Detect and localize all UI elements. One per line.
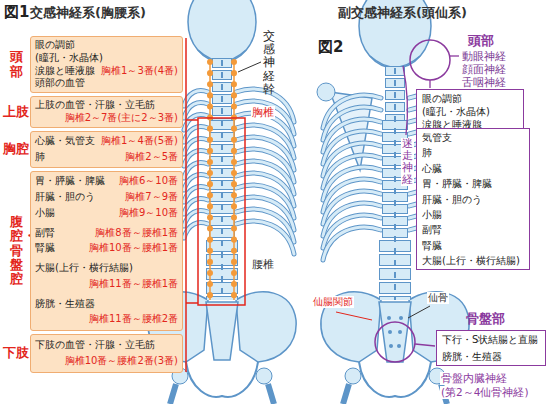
figure-label: 迷走神経 bbox=[401, 138, 414, 186]
figure-label: 交感神経幹 bbox=[263, 30, 275, 96]
organ-name: 下行・S状結腸と直腸 bbox=[442, 333, 540, 346]
organ-name: (瞳孔・水晶体) bbox=[35, 52, 103, 65]
vertebra-level: 胸椎2～7番(主に2～3番) bbox=[65, 112, 178, 125]
vertebra-level: 胸椎10番～腰椎1番 bbox=[89, 242, 178, 255]
figure-label: 頭部 bbox=[468, 33, 494, 49]
organ-group: 胸腔心臓・気管支胸椎1～4番(5番) 肺 胸椎2～5番 bbox=[2, 131, 183, 168]
figure-label: 腰椎 bbox=[251, 258, 275, 271]
organ-row: 副腎 胸椎8番～腰椎1番 bbox=[35, 227, 178, 240]
organ-row: 肝臓・胆のう 胸椎7～9番 bbox=[35, 191, 178, 204]
organ-name: 大腸(上行・横行結腸) bbox=[35, 262, 133, 275]
organ-name: 肝臓・胆のう bbox=[422, 193, 524, 206]
organ-name: 肝臓・胆のう bbox=[35, 191, 95, 204]
organ-name: 小腸 bbox=[422, 208, 524, 221]
organ-group: 腹腔・骨盤腔 胃・膵臓・脾臓 胸椎6～10番肝臓・胆のう 胸椎7～9番小腸 胸椎9～10… bbox=[2, 171, 183, 331]
figure-label: 骨盤部 bbox=[466, 311, 505, 327]
organ-name: 涙腺と唾液腺 bbox=[35, 65, 95, 78]
organ-box: 下肢の血管・汗腺・立毛筋胸椎10番～腰椎2番(3番) bbox=[30, 334, 183, 373]
organ-row: 心臓・気管支胸椎1～4番(5番) bbox=[35, 135, 178, 148]
organ-name: 下肢の血管・汗腺・立毛筋 bbox=[35, 339, 155, 352]
vertebra-level: 胸椎6～10番 bbox=[119, 175, 178, 188]
organ-row: 膀胱・生殖器 bbox=[35, 298, 178, 311]
organ-name: 大腸(上行・横行結腸) bbox=[422, 254, 524, 267]
organ-name: 肺 bbox=[35, 151, 45, 164]
organ-name: 眼の調節 bbox=[35, 39, 75, 52]
organ-name: 膀胱・生殖器 bbox=[442, 350, 540, 363]
organ-name: 肺 bbox=[422, 146, 524, 159]
organ-row: 小腸 胸椎9～10番 bbox=[35, 207, 178, 220]
organ-group: 頭部眼の調節(瞳孔・水晶体)涙腺と唾液腺胸椎1～3番(4番)頭部の血管 bbox=[2, 36, 183, 93]
organ-box: 眼の調節(瞳孔・水晶体)涙腺と唾液腺胸椎1～3番(4番)頭部の血管 bbox=[30, 36, 183, 93]
organ-row: 胸椎2～7番(主に2～3番) bbox=[35, 112, 178, 125]
vertebra-level: 胸椎9～10番 bbox=[119, 207, 178, 220]
organ-row: 上肢の血管・汗腺・立毛筋 bbox=[35, 99, 178, 112]
organ-row: 胸椎10番～腰椎2番(3番) bbox=[35, 355, 178, 368]
figure-label: 図2 bbox=[318, 38, 343, 56]
region-heading-cell: 上肢 bbox=[2, 96, 30, 128]
organ-box: 上肢の血管・汗腺・立毛筋胸椎2～7番(主に2～3番) bbox=[30, 96, 183, 128]
organ-row: 大腸(上行・横行結腸) bbox=[35, 262, 178, 275]
organ-group: 上肢上肢の血管・汗腺・立毛筋胸椎2～7番(主に2～3番) bbox=[2, 96, 183, 128]
region-label: 上肢 bbox=[3, 103, 29, 121]
organ-name: 胃・膵臓・脾臓 bbox=[35, 175, 105, 188]
organ-row: 腎臓 胸椎10番～腰椎1番 bbox=[35, 242, 178, 255]
organ-name: 眼の調節 bbox=[422, 92, 518, 105]
organ-name: 腎臓 bbox=[422, 239, 524, 252]
region-heading-cell: 腹腔・骨盤腔 bbox=[2, 171, 30, 331]
organ-row: 胸椎11番～腰椎1番 bbox=[35, 278, 178, 291]
organ-name: 頭部の血管 bbox=[35, 77, 85, 90]
organ-row: 肺 胸椎2～5番 bbox=[35, 151, 178, 164]
organ-name: 副腎 bbox=[422, 223, 524, 236]
vertebra-level: 胸椎8番～腰椎1番 bbox=[95, 227, 178, 240]
organ-row: 頭部の血管 bbox=[35, 77, 178, 90]
figure-label: 交感神経系(胸腰系) bbox=[30, 5, 146, 21]
vertebra-level: 胸椎11番～腰椎1番 bbox=[89, 278, 178, 291]
organ-name: 副腎 bbox=[35, 227, 55, 240]
figure-label: 骨盤内臓神経 bbox=[440, 372, 508, 385]
region-heading-cell: 胸腔 bbox=[2, 131, 30, 168]
vertebra-level: 胸椎2～5番 bbox=[125, 151, 178, 164]
organ-name: 心臓 bbox=[422, 162, 524, 175]
organ-row: 涙腺と唾液腺胸椎1～3番(4番) bbox=[35, 65, 178, 78]
region-heading-cell: 頭部 bbox=[2, 36, 30, 93]
region-heading-cell: 下肢 bbox=[2, 334, 30, 373]
organ-box: 胃・膵臓・脾臓 胸椎6～10番肝臓・胆のう 胸椎7～9番小腸 胸椎9～10番副腎 胸椎8… bbox=[30, 171, 183, 331]
organ-row: 胃・膵臓・脾臓 胸椎6～10番 bbox=[35, 175, 178, 188]
figure-label: 図1 bbox=[4, 3, 29, 21]
organ-name: 気管支 bbox=[422, 131, 524, 144]
organ-box: 心臓・気管支胸椎1～4番(5番) 肺 胸椎2～5番 bbox=[30, 131, 183, 168]
vertebra-level: 胸椎10番～腰椎2番(3番) bbox=[65, 355, 178, 368]
organ-row: (瞳孔・水晶体) bbox=[35, 52, 178, 65]
figure-label: 副交感神経系(頭仙系) bbox=[338, 5, 467, 21]
figure-label: 仙腸関節 bbox=[312, 296, 354, 308]
region-label: 下肢 bbox=[3, 344, 29, 362]
organ-name: 小腸 bbox=[35, 207, 55, 220]
organ-name: (瞳孔・水晶体) bbox=[422, 105, 518, 118]
figure-label: 顔面神経 bbox=[462, 63, 506, 76]
organ-box: 気管支肺心臓胃・膵臓・脾臓肝臓・胆のう小腸副腎腎臓大腸(上行・横行結腸) bbox=[416, 128, 530, 270]
vertebra-level: 胸椎11番～腰椎2番 bbox=[89, 313, 178, 326]
region-label: 腹腔・骨盤腔 bbox=[10, 215, 23, 286]
vertebra-level: 胸椎7～9番 bbox=[125, 191, 178, 204]
organ-row: 胸椎11番～腰椎2番 bbox=[35, 313, 178, 326]
figure-label: 舌咽神経 bbox=[462, 76, 506, 89]
region-label: 胸腔 bbox=[3, 140, 29, 158]
organ-name: 心臓・気管支 bbox=[35, 135, 95, 148]
vertebra-level: 胸椎1～3番(4番) bbox=[101, 65, 178, 78]
figure-label: 胸椎 bbox=[251, 106, 275, 119]
organ-row: 下肢の血管・汗腺・立毛筋 bbox=[35, 339, 178, 352]
organ-group: 下肢下肢の血管・汗腺・立毛筋胸椎10番～腰椎2番(3番) bbox=[2, 334, 183, 373]
organ-row: 眼の調節 bbox=[35, 39, 178, 52]
organ-name: 上肢の血管・汗腺・立毛筋 bbox=[35, 99, 155, 112]
organ-name: 膀胱・生殖器 bbox=[35, 298, 95, 311]
figure-label: (第2～4仙骨神経) bbox=[440, 386, 530, 399]
figure-label: 動眼神経 bbox=[462, 50, 506, 63]
organ-name: 胃・膵臓・脾臓 bbox=[422, 177, 524, 190]
vertebra-level: 胸椎1～4番(5番) bbox=[101, 135, 178, 148]
figure-label: 仙骨 bbox=[427, 292, 449, 304]
organ-box: 下行・S状結腸と直腸膀胱・生殖器 bbox=[436, 330, 546, 366]
region-label: 頭部 bbox=[10, 50, 23, 79]
organ-name: 腎臓 bbox=[35, 242, 55, 255]
